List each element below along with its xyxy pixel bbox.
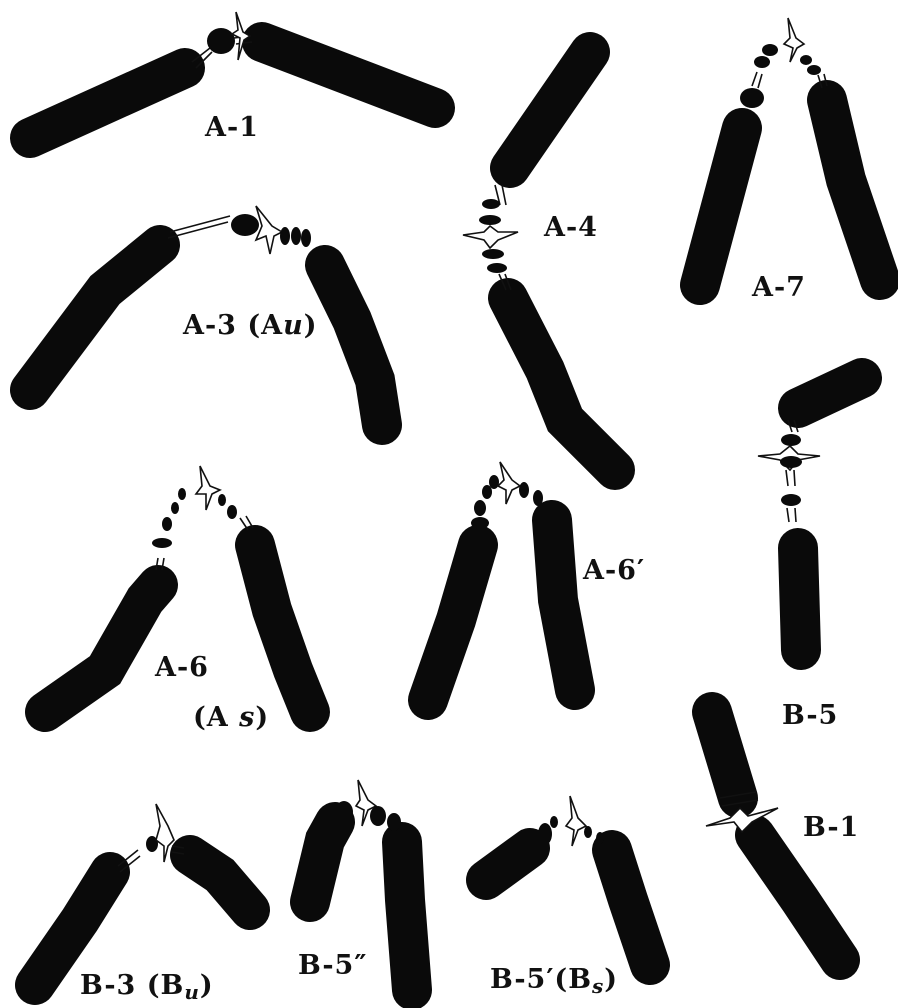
label-a4: A-4 (544, 212, 598, 243)
label-b5-double-prime: B-5″ (298, 950, 367, 981)
label-b5-prime: B-5′(Bs) (490, 964, 618, 998)
chromosome-b5 (758, 378, 862, 650)
label-b3: B-3 (Bu) (80, 970, 214, 1004)
chromosome-a4 (463, 52, 615, 470)
label-a7: A-7 (752, 272, 806, 303)
label-a1: A-1 (205, 112, 259, 143)
label-b5: B-5 (782, 700, 838, 731)
label-a6: A-6 (155, 652, 209, 683)
chromosome-b3 (35, 804, 250, 985)
chromosome-a6-prime (428, 462, 575, 700)
label-a6-prime: A-6′ (583, 555, 645, 586)
label-a6-sub: (A s) (193, 702, 269, 733)
chromosome-b5-prime (486, 796, 650, 965)
chromosome-a7 (700, 18, 880, 285)
label-b1: B-1 (803, 812, 859, 843)
label-a3: A-3 (Au) (183, 310, 318, 341)
